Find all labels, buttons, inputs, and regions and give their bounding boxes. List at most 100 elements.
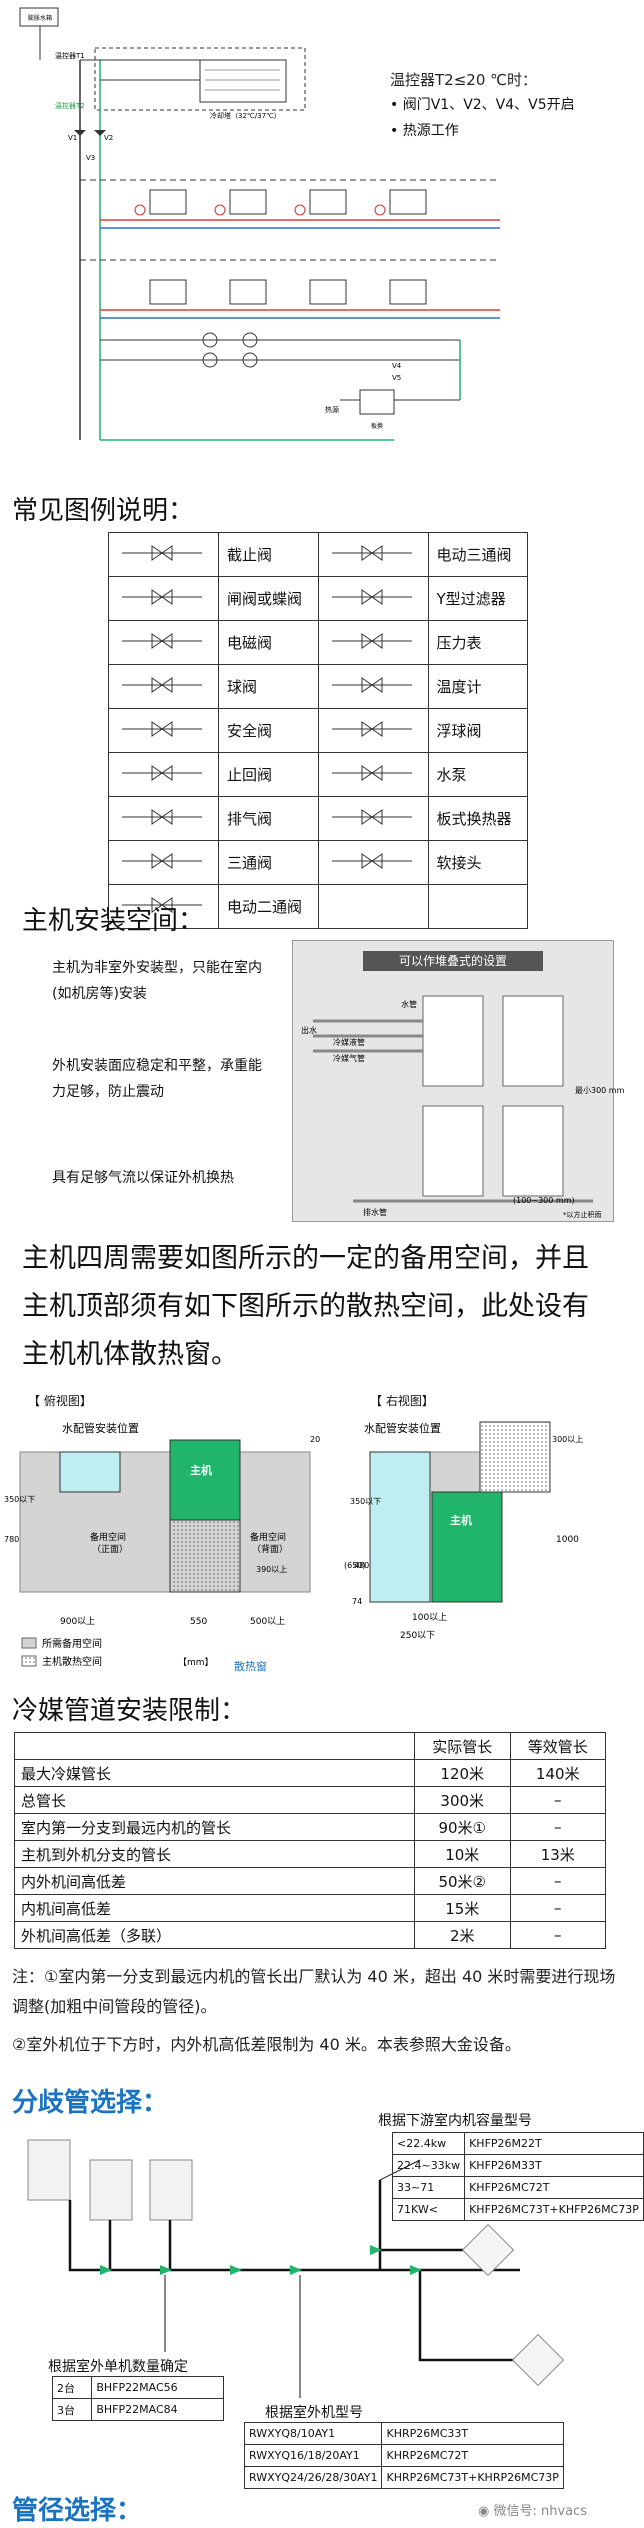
side-dim-300: 300以上 [552, 1435, 583, 1444]
table-cell: 71KW< [391, 2198, 466, 2221]
side-view-title: 【 右视图】 [370, 1394, 434, 1408]
label-min300: 最小300 mm [575, 1086, 625, 1095]
legend-label: 电磁阀 [218, 620, 319, 665]
legend-symbol-icon [317, 708, 429, 753]
legend-symbol-icon [108, 620, 219, 665]
legend-heat: 主机散热空间 [42, 1655, 102, 1668]
legend-row: 排气阀板式换热器 [108, 796, 528, 841]
legend-row: 电动二通阀 [108, 884, 528, 929]
backup-front-label: 备用空间（正面） [90, 1531, 128, 1555]
table-cell: – [509, 1921, 606, 1949]
legend-symbol-icon [317, 664, 429, 709]
valve-v1: V1 [68, 134, 77, 142]
legend-symbol-icon [108, 884, 219, 929]
dim-550: 550 [190, 1617, 207, 1627]
legend-symbol-icon [317, 884, 429, 929]
table-cell: KHRP26MC33T [381, 2422, 564, 2445]
valve-v4: V4 [392, 362, 402, 370]
legend-label: 三通阀 [218, 840, 319, 885]
label-range: (100~300 mm) [513, 1196, 575, 1205]
water-schematic: 膨胀水箱 温控器T1 冷却塔（32℃/37℃） 温控器T2 V1 V2 V3 V… [0, 0, 626, 480]
stack-diagram: 可以作堆叠式的设置 水管 出水 冷媒液管 冷媒气管 最小300 mm (100~… [292, 940, 625, 1222]
table-cell: 内外机间高低差 [14, 1867, 415, 1895]
install-title: 主机安装空间： [22, 906, 205, 936]
outdoor-count-title: 根据室外单机数量确定 [48, 2359, 188, 2375]
label-rainproof: *以方止积雨 [563, 1210, 602, 1219]
table-cell: KHRP26MC72T [381, 2444, 564, 2467]
condition-bullet-1: • 阀门V1、V2、V4、V5开启 [390, 97, 575, 113]
table-cell: – [509, 1813, 606, 1841]
label-gas: 冷媒气管 [333, 1053, 365, 1063]
legend-symbol-icon [317, 532, 429, 577]
legend-label: 截止阀 [218, 532, 319, 577]
legend-symbol-icon [108, 840, 219, 885]
side-dim-1000: 1000 [556, 1535, 579, 1545]
table-cell: RWXYQ16/18/20AY1 [243, 2444, 383, 2467]
table-cell: 50米② [414, 1867, 511, 1895]
legend-row: 截止阀 电动三通阀 [108, 532, 528, 577]
table-cell: RWXYQ24/26/28/30AY1 [243, 2466, 383, 2489]
table-cell: – [509, 1894, 606, 1922]
list-item: 71KW<KHFP26MC73T+KHFP26MC73P [391, 2198, 644, 2221]
label-water-pipe: 水管 [401, 999, 417, 1009]
space-intro: 主机四周需要如图所示的一定的备用空间，并且主机顶部须有如下图所示的散热空间，此处… [22, 1243, 589, 1370]
table-cell: 10米 [414, 1840, 511, 1868]
pipe-header-actual: 实际管长 [414, 1732, 511, 1760]
watermark-text: 微信号: nhvacs [493, 2504, 588, 2519]
table-cell: 300米 [414, 1786, 511, 1814]
side-view-svg: 主机 水配管安装位置 350以下 480 (650) 74 100以上 250以… [344, 1421, 583, 1641]
t2-label: 温控器T2 [55, 101, 85, 110]
top-view: 【 俯视图】 主机 水配管安装位置 350以下 780 390以上 20 900… [0, 1392, 330, 1682]
water-valve-label: 水配管安装位置 [62, 1421, 139, 1435]
bullet-text-2: 热源工作 [402, 123, 459, 139]
table-cell: KHRP26MC73T+KHRP26MC73P [381, 2466, 564, 2489]
wechat-icon: ◉ [478, 2504, 494, 2519]
outdoor-unit-2 [89, 2159, 133, 2221]
table-cell: – [509, 1786, 606, 1814]
legend-label: 排气阀 [218, 796, 319, 841]
legend-symbol-icon [317, 576, 429, 621]
valve-markers: V1 V2 V3 V4 V5 [68, 134, 402, 382]
legend-symbol-icon [108, 576, 219, 621]
legend-symbol-icon [108, 752, 219, 797]
downstream-title: 根据下游室内机容量型号 [378, 2113, 532, 2129]
valve-v3: V3 [86, 154, 95, 162]
dim-20: 20 [310, 1435, 320, 1444]
table-cell: 2米 [414, 1921, 511, 1949]
pipe-header-equiv: 等效管长 [509, 1732, 606, 1760]
lower-unit-row [80, 259, 500, 319]
legend-row: 安全阀浮球阀 [108, 708, 528, 753]
t1-label: 温控器T1 [55, 51, 85, 60]
outdoor-unit-3 [149, 2159, 193, 2221]
legend-label: 温度计 [427, 664, 528, 709]
watermark: ◉ 微信号: nhvacs [478, 2500, 587, 2519]
cooling-tower [199, 59, 287, 103]
stack-svg: 水管 出水 冷媒液管 冷媒气管 最小300 mm (100~300 mm) 排水… [301, 995, 625, 1219]
install-note-3: 具有足够气流以保证外机换热 [52, 1170, 234, 1186]
heat-source-label: 热源 [325, 405, 339, 414]
pipe-diameter-title: 管径选择： [12, 2496, 143, 2526]
legend-row: 三通阀软接头 [108, 840, 528, 885]
table-cell: 总管长 [14, 1786, 415, 1814]
side-dim-74: 74 [352, 1597, 362, 1606]
heat-exchanger [359, 389, 395, 415]
valve-v2: V2 [104, 134, 113, 142]
legend-label: 球阀 [218, 664, 319, 709]
pipe-limits-title: 冷媒管道安装限制： [12, 1696, 247, 1726]
table-cell: 33~71 [391, 2176, 466, 2199]
expansion-tank [19, 7, 59, 27]
table-cell: 内机间高低差 [14, 1894, 415, 1922]
legend-title: 常见图例说明： [12, 496, 195, 526]
table-cell: KHFP26M22T [464, 2132, 644, 2155]
pipe-header-row: 实际管长 等效管长 [14, 1732, 606, 1760]
label-outlet: 出水 [301, 1025, 317, 1035]
schematic-svg: 膨胀水箱 温控器T1 冷却塔（32℃/37℃） 温控器T2 V1 V2 V3 V… [19, 7, 500, 441]
legend-label: 电动三通阀 [427, 532, 528, 577]
bullet-text-1: 阀门V1、V2、V4、V5开启 [402, 97, 575, 113]
